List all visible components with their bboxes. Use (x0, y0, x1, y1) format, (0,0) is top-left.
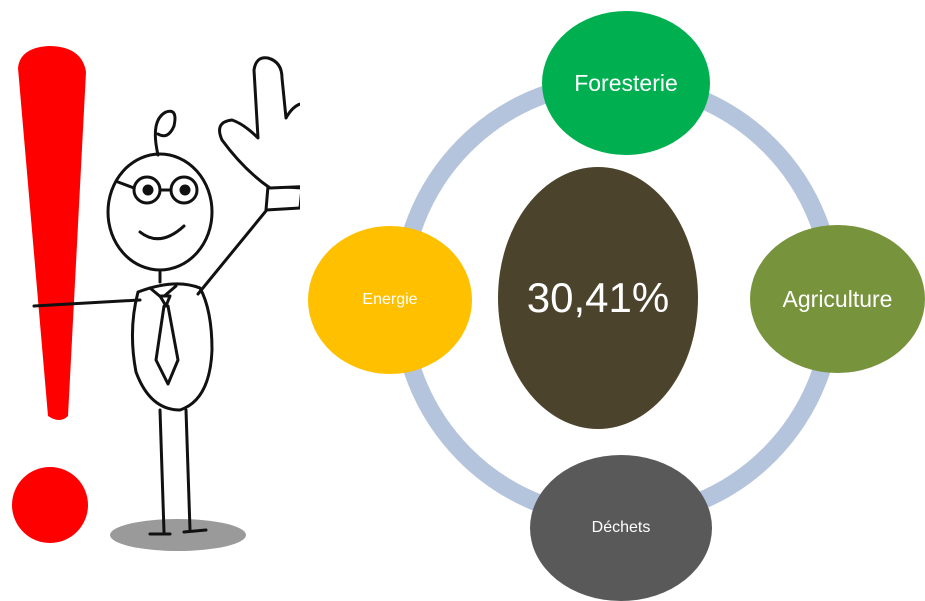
node-agriculture-label: Agriculture (782, 285, 893, 312)
warning-illustration (12, 46, 300, 551)
node-foresterie-label: Foresterie (574, 69, 678, 96)
node-energie-label: Energie (362, 291, 418, 308)
center-percentage-value: 30,41% (526, 274, 670, 321)
exclamation-mark-icon (12, 46, 88, 543)
cartoon-man-icon (32, 56, 300, 536)
node-agriculture: Agriculture (750, 225, 925, 373)
node-foresterie: Foresterie (542, 11, 710, 155)
node-dechets: Déchets (530, 455, 712, 601)
ground-shadow (110, 519, 246, 551)
node-energie: Energie (308, 226, 472, 374)
center-percentage-node: 30,41% (498, 167, 698, 429)
node-dechets-label: Déchets (591, 519, 651, 536)
energy-sectors-diagram: 30,41% Foresterie Agriculture Déchets En… (290, 0, 925, 601)
